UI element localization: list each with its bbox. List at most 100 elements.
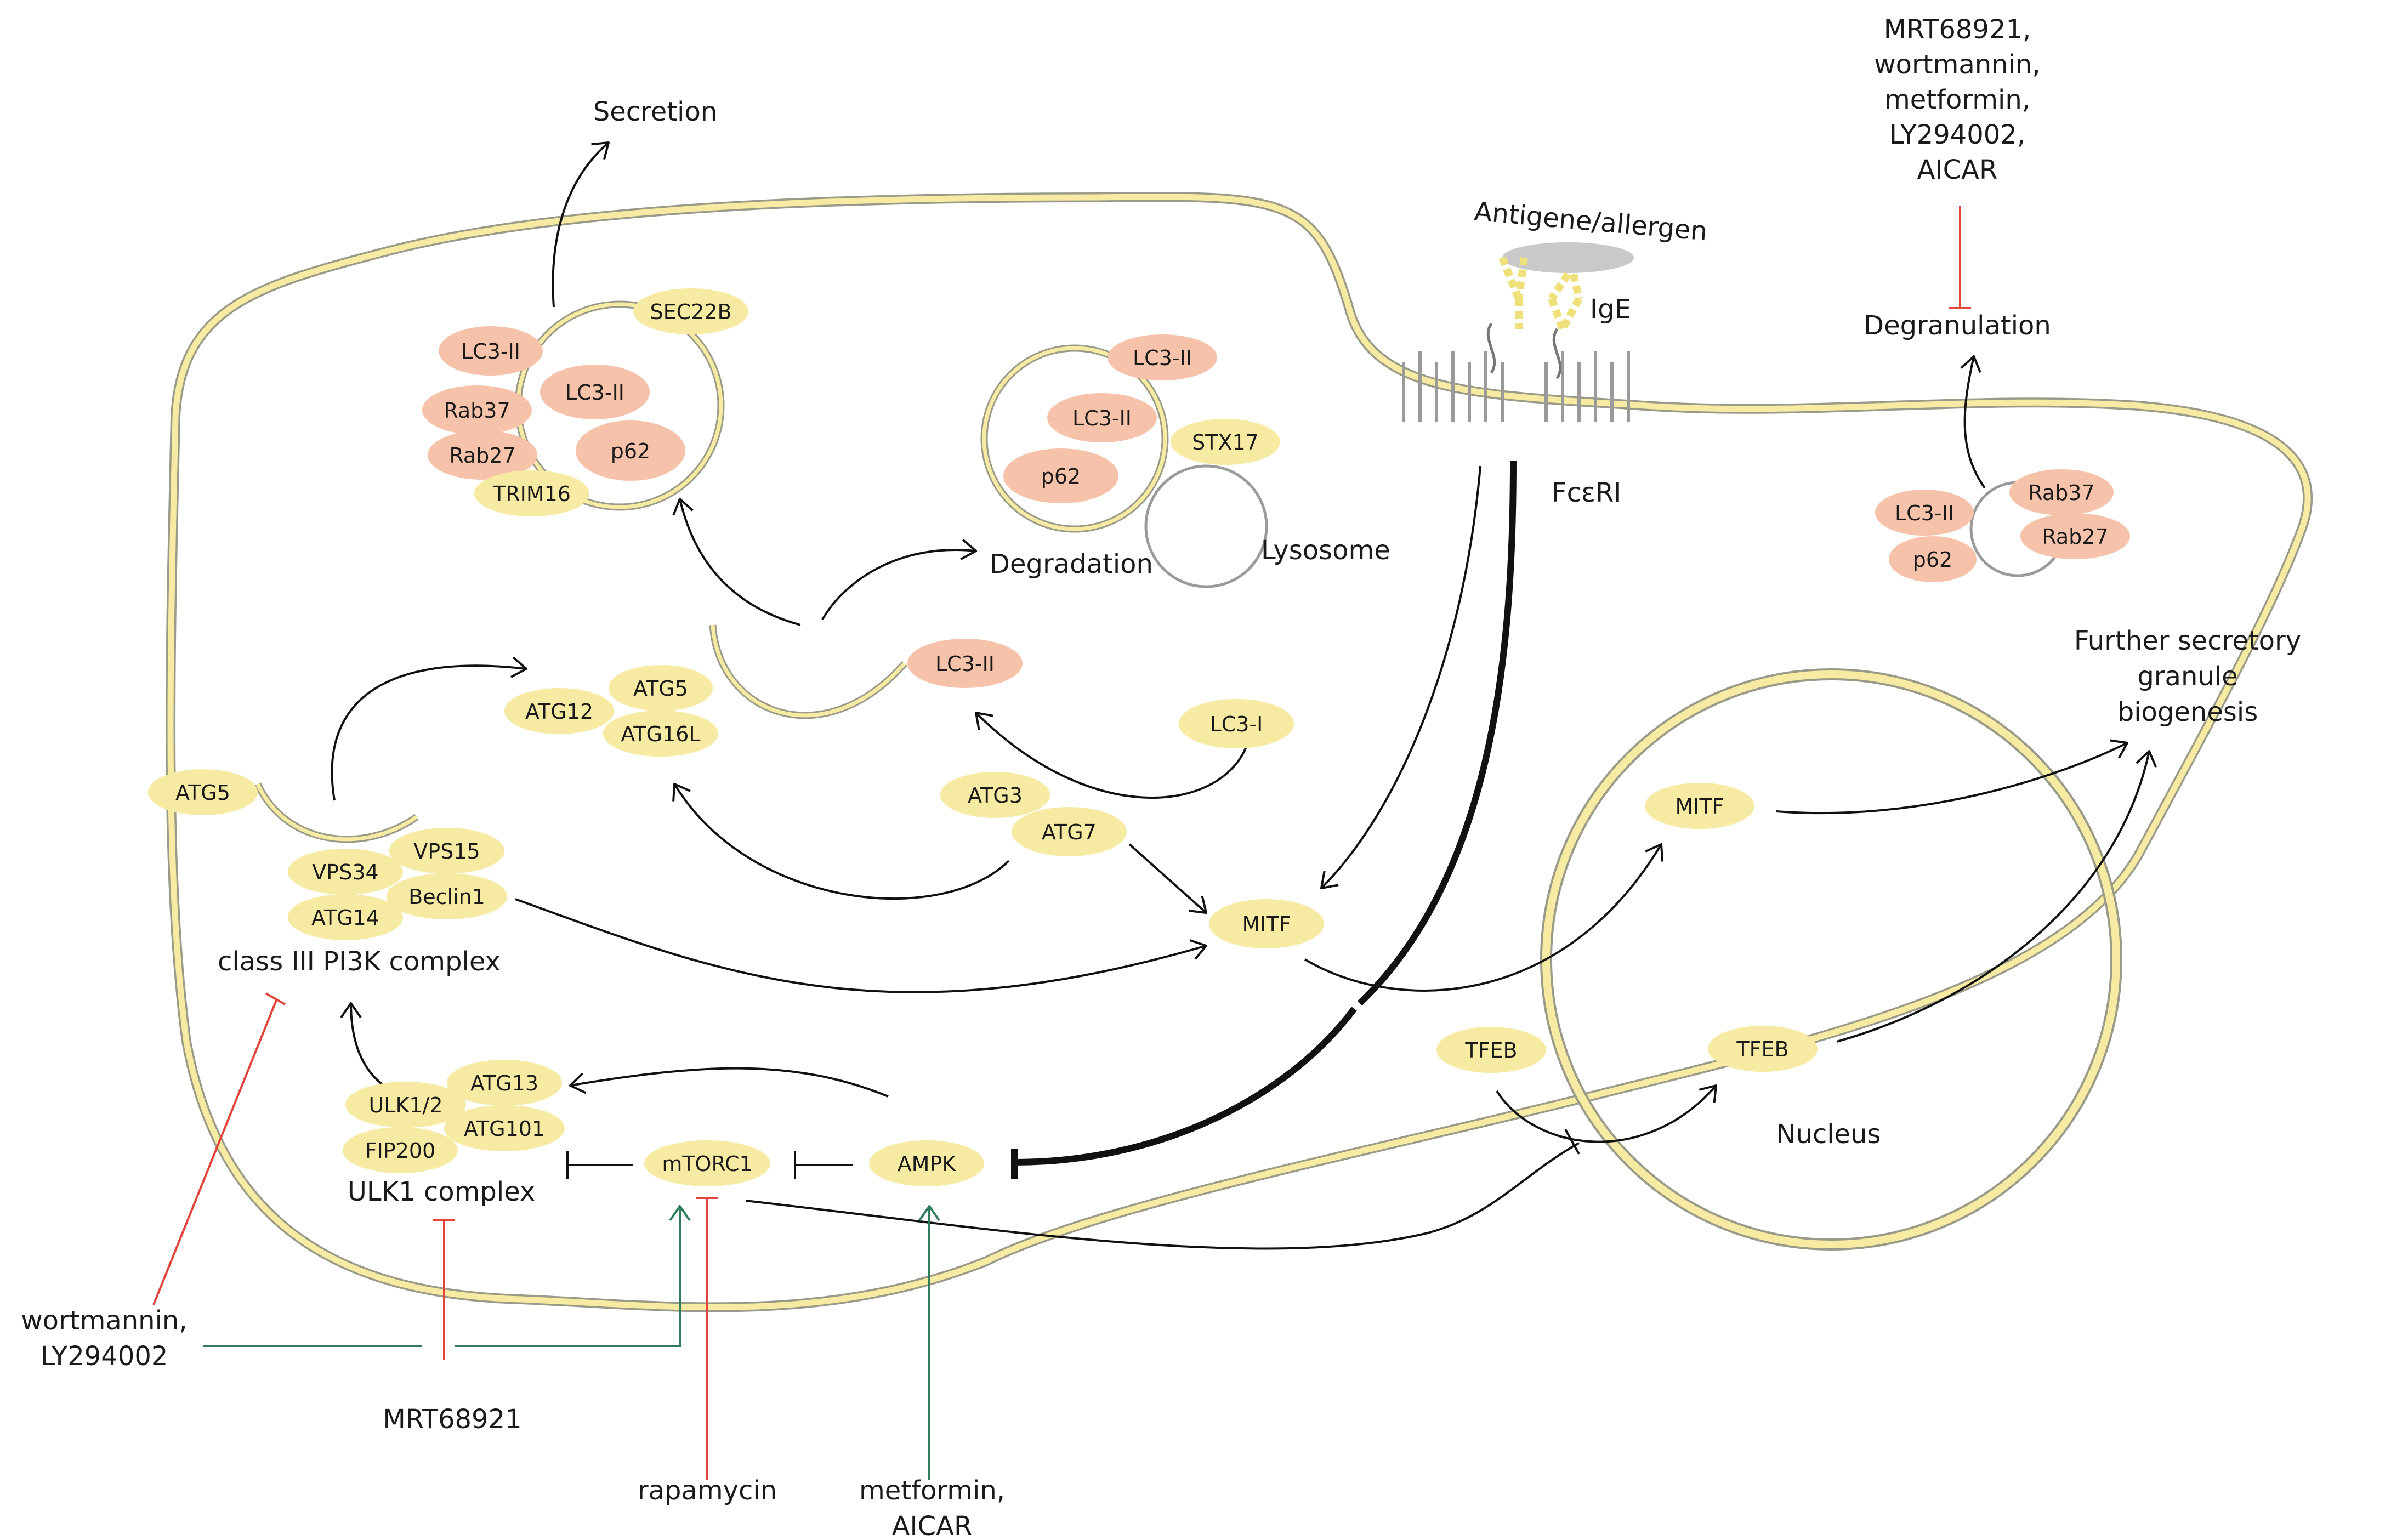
arrow-to-secretion: [552, 143, 609, 308]
phagophores: [254, 624, 907, 843]
svg-text:AMPK: AMPK: [898, 1152, 957, 1176]
drug-lines: [152, 206, 1971, 1480]
svg-text:VPS15: VPS15: [413, 839, 480, 863]
rapamycin-label: rapamycin: [638, 1475, 777, 1506]
phag-lc3: LC3-II: [907, 639, 1023, 688]
inhibit-pi3k: [152, 992, 286, 1305]
wortmannin-label-2: LY294002: [41, 1341, 168, 1372]
arrow-to-secretory-vesicle: [680, 499, 801, 626]
svg-text:p62: p62: [611, 439, 650, 463]
lysosome-circle: [1144, 464, 1268, 588]
svg-text:ATG7: ATG7: [1042, 820, 1097, 844]
rab27: Rab27: [428, 430, 537, 480]
tfeb-cytoplasm: TFEB: [1436, 1027, 1546, 1073]
mtorc1: mTORC1: [644, 1140, 770, 1186]
arrow-ampk-to-ulk: [570, 1067, 889, 1098]
pi3k-complex-label: class III PI3K complex: [218, 946, 501, 977]
atg13: ATG13: [447, 1060, 562, 1106]
secretion-label: Secretion: [593, 96, 718, 127]
arrow-ulk-to-pi3k: [351, 1003, 385, 1087]
molecules: LC3-II SEC22B LC3-II Rab37 Rab27 p62 TRI…: [148, 288, 2130, 1186]
metformin-label-1: metformin,: [859, 1475, 1005, 1506]
svg-text:Rab27: Rab27: [449, 444, 515, 468]
ulk1-complex-label: ULK1 complex: [348, 1177, 536, 1207]
drugs-top-right-5: AICAR: [1917, 155, 1998, 185]
atg3: ATG3: [940, 772, 1050, 818]
atg14: ATG14: [288, 894, 403, 940]
arrow-to-degradation: [821, 550, 976, 620]
trim16: TRIM16: [474, 470, 589, 516]
sec22b: SEC22B: [633, 288, 748, 334]
autolysosome: [980, 344, 1268, 588]
mrt68921-label: MRT68921: [383, 1404, 521, 1435]
vps34: VPS34: [288, 849, 403, 895]
arrow-mitf-to-biogenesis: [1776, 743, 2127, 815]
inhibit-degranulation: [1949, 206, 1971, 309]
svg-text:LC3-II: LC3-II: [1072, 406, 1132, 430]
mitf-cytoplasm: MITF: [1209, 899, 1324, 948]
ige-label: IgE: [1590, 294, 1631, 325]
fceri-signal-upper: [1357, 460, 1517, 1006]
svg-text:ATG14: ATG14: [311, 906, 379, 930]
arrow-atg7-to-atg12: [674, 784, 1010, 900]
atg101: ATG101: [444, 1105, 565, 1151]
tfeb-nucleus: TFEB: [1708, 1026, 1818, 1072]
sec-p62: p62: [576, 420, 685, 481]
arrow-beclin-to-mitf: [515, 898, 1206, 993]
further-secretory-line1: Further secretory: [2074, 626, 2301, 656]
nucleus: [1540, 668, 2122, 1251]
degradation-label: Degradation: [990, 549, 1153, 579]
svg-text:TRIM16: TRIM16: [492, 482, 571, 506]
svg-text:LC3-II: LC3-II: [935, 652, 995, 676]
svg-text:ATG5: ATG5: [633, 677, 688, 701]
svg-text:LC3-II: LC3-II: [461, 339, 520, 363]
arrow-tfeb-to-biogenesis: [1836, 751, 2149, 1043]
inhibit-mtorc1-tfeb: [745, 1142, 1580, 1250]
deg-p62: p62: [1003, 448, 1118, 503]
degranulation-label: Degranulation: [1864, 310, 2051, 341]
wortmannin-label-1: wortmannin,: [21, 1305, 187, 1336]
atg5-left: ATG5: [148, 769, 258, 815]
deg-lc3-a: LC3-II: [1108, 334, 1217, 380]
lysosome-label: Lysosome: [1261, 535, 1390, 566]
lc3i: LC3-I: [1179, 699, 1294, 748]
stx17: STX17: [1171, 419, 1280, 465]
svg-text:Rab37: Rab37: [2028, 481, 2094, 505]
dg-p62: p62: [1889, 536, 1977, 582]
further-secretory-line2: granule: [2137, 661, 2237, 692]
nucleus-label: Nucleus: [1776, 1119, 1881, 1150]
svg-text:p62: p62: [1041, 464, 1081, 488]
inhibit-ulk1: [433, 1219, 455, 1360]
svg-text:LC3-II: LC3-II: [1133, 346, 1192, 370]
ulk12: ULK1/2: [345, 1082, 466, 1128]
dg-rab27: Rab27: [2020, 513, 2130, 559]
atg12: ATG12: [504, 688, 614, 734]
pathway-arrows: [331, 143, 2149, 1250]
svg-text:TFEB: TFEB: [1736, 1037, 1788, 1061]
dg-rab37: Rab37: [2009, 469, 2114, 515]
svg-text:MITF: MITF: [1242, 912, 1291, 936]
arrow-to-degranulation: [1965, 356, 1986, 489]
drugs-top-right-3: metformin,: [1884, 84, 2030, 115]
fceri-inhibit-ampk: [1011, 1007, 1357, 1179]
arrow-fceri-to-mitf: [1321, 465, 1481, 888]
fip200: FIP200: [343, 1127, 458, 1173]
svg-text:Beclin1: Beclin1: [408, 885, 485, 909]
svg-text:Rab27: Rab27: [2042, 525, 2108, 549]
atg7: ATG7: [1012, 807, 1127, 856]
inhibit-mtorc1-tfeb-bar: [1564, 1129, 1580, 1155]
metformin-label-2: AICAR: [892, 1511, 973, 1540]
arrow-atg7-to-mitf: [1128, 843, 1206, 913]
svg-text:LC3-II: LC3-II: [565, 380, 624, 405]
svg-text:p62: p62: [1913, 548, 1952, 572]
arrow-mitf-to-nucleus: [1304, 844, 1661, 992]
dg-lc3: LC3-II: [1875, 490, 1974, 536]
svg-text:TFEB: TFEB: [1464, 1038, 1517, 1062]
fceri-receptor-icon: [1402, 242, 1634, 422]
arrow-lc3-to-lc3ii: [976, 713, 1251, 799]
svg-text:Rab37: Rab37: [444, 399, 510, 423]
sec-lc3-b: LC3-II: [540, 365, 650, 419]
ampk: AMPK: [869, 1140, 984, 1186]
activate-mtorc1: [203, 1206, 680, 1347]
svg-text:ATG12: ATG12: [525, 700, 593, 724]
